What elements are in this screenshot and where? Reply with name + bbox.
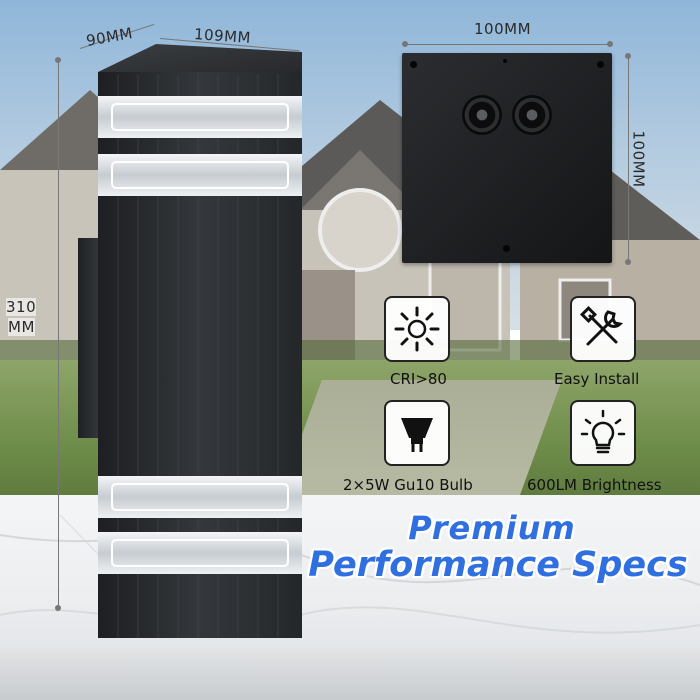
- height-value-label: 310: [6, 298, 37, 316]
- plate-width-label: 100MM: [474, 20, 532, 38]
- brightness-label: 600LM Brightness: [527, 476, 662, 494]
- height-dimension-start: [55, 57, 61, 63]
- plate-height-dimension-line: [628, 56, 629, 262]
- cri-label: CRI>80: [390, 370, 447, 388]
- screw-hole-icon: [410, 61, 417, 68]
- plate-height-end: [625, 259, 631, 265]
- plate-width-end: [607, 41, 613, 47]
- screw-hole-icon: [597, 61, 604, 68]
- cri-badge: [384, 296, 450, 362]
- bulb-socket-icon: [512, 95, 552, 135]
- bulb-badge: [384, 400, 450, 466]
- height-dimension-line: [58, 60, 59, 608]
- lightbulb-icon: [580, 409, 626, 454]
- plate-width-dimension-line: [405, 44, 610, 45]
- wall-mount-bracket: [78, 238, 98, 438]
- wall-lamp-image: [98, 44, 302, 638]
- headline-line-1: Premium: [408, 509, 576, 547]
- bulb-socket-icon: [462, 95, 502, 135]
- headline-line-2: Performance Specs: [308, 545, 688, 585]
- mounting-back-plate: [402, 53, 612, 263]
- install-badge: [570, 296, 636, 362]
- marble-edge: [0, 648, 700, 700]
- screw-hole-icon: [503, 59, 507, 63]
- brightness-badge: [570, 400, 636, 466]
- sun-icon: [394, 306, 440, 352]
- tools-icon: [580, 306, 624, 346]
- height-dimension-end: [55, 605, 61, 611]
- bulb-icon: [401, 418, 433, 452]
- screw-hole-icon: [503, 245, 510, 252]
- height-unit-label: MM: [8, 318, 35, 336]
- plate-height-label: 100MM: [629, 130, 648, 188]
- plate-width-start: [402, 41, 408, 47]
- bulb-label: 2×5W Gu10 Bulb: [343, 476, 473, 494]
- install-label: Easy Install: [554, 370, 640, 388]
- plate-height-start: [625, 53, 631, 59]
